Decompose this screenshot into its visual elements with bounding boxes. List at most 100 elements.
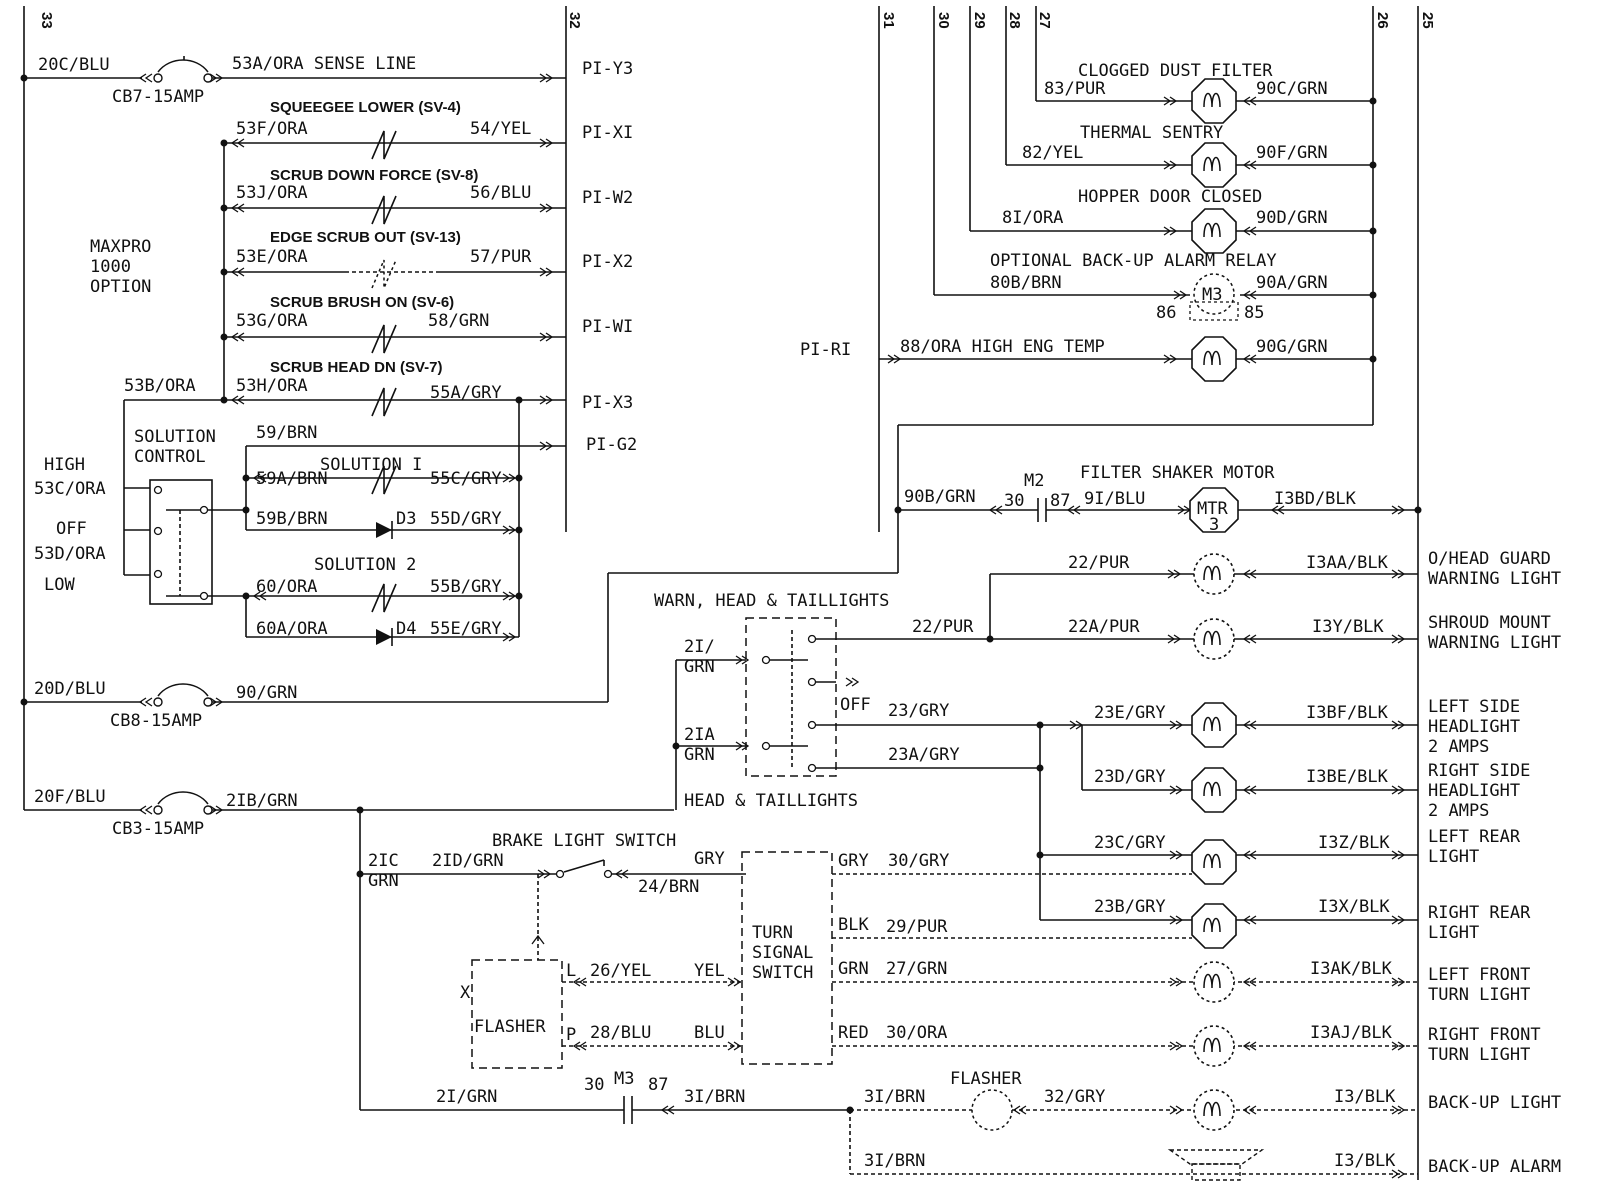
switch-label: SWITCH [752,963,813,983]
light-label: LIGHT [1428,923,1479,943]
flasher-pin: X [460,983,471,1003]
bus-label: 26 [1374,12,1391,29]
relay-label: M3 [614,1069,634,1089]
sensor-title: CLOGGED DUST FILTER [1078,61,1273,81]
wire-label: 56/BLU [470,183,531,203]
sensor-title: HOPPER DOOR CLOSED [1078,187,1262,207]
solenoid-title: SCRUB BRUSH ON (SV-6) [270,294,454,311]
wire-label: I3Y/BLK [1312,617,1384,637]
solenoid-title: EDGE SCRUB OUT (SV-13) [270,229,461,246]
light-label: TURN LIGHT [1428,1045,1530,1065]
wire-label: 22/PUR [1068,553,1130,573]
wire-label: I3AA/BLK [1306,553,1389,573]
light-label: 2 AMPS [1428,737,1489,757]
solenoid-title: SCRUB HEAD DN (SV-7) [270,359,443,376]
maxpro-solenoids: SQUEEGEE LOWER (SV-4) 53F/ORA 54/YEL PI-… [90,99,633,417]
wire-label: BLU [694,1023,725,1043]
cb8-circuit: 20D/BLU 90/GRN CB8-15AMP [20,424,1373,731]
connector-label: PI-WI [582,317,633,337]
breaker-label: CB8-15AMP [110,711,202,731]
wire-label: 57/PUR [470,247,532,267]
wire-label: 90D/GRN [1256,208,1328,228]
wire-label: I3BE/BLK [1306,767,1389,787]
wire-label: GRN [684,657,715,677]
light-label: BACK-UP LIGHT [1428,1093,1561,1113]
switch-label: TURN [752,923,793,943]
wire-label: 26/YEL [590,961,651,981]
solution-control: SOLUTION CONTROL HIGH 53C/ORA OFF 53D/OR… [34,400,637,646]
switch-label: CONTROL [134,447,206,467]
wire-label: 3I/BRN [864,1087,925,1107]
wire-label: 58/GRN [428,311,489,331]
wire-label: 60/ORA [256,577,317,597]
wire-label: 22/PUR [912,617,974,637]
light-label: LIGHT [1428,847,1479,867]
alarm-label: BACK-UP ALARM [1428,1157,1561,1177]
switch-position: LOW [44,575,75,595]
wire-label: 23A/GRY [888,745,960,765]
wire-label: 55A/GRY [430,383,502,403]
wire-label: 27/GRN [886,959,947,979]
breaker-label: CB3-15AMP [112,819,204,839]
switch-label: HEAD & TAILLIGHTS [684,791,858,811]
switch-position: HIGH [44,455,85,475]
wire-label: 59B/BRN [256,509,328,529]
wire-label: 90A/GRN [1256,273,1328,293]
bus-label: 31 [880,12,897,29]
wire-label: I3Z/BLK [1318,833,1390,853]
relay-pin: 87 [648,1075,668,1095]
wire-label: 53H/ORA [236,376,308,396]
cb3-circuit: 20F/BLU 2IB/GRN CB3-15AMP [24,787,674,839]
wire-label: 53A/ORA SENSE LINE [232,54,416,74]
wire-label: 90C/GRN [1256,79,1328,99]
wire-label: RED [838,1023,869,1043]
wire-label: 90F/GRN [1256,143,1328,163]
wire-label: GRN [684,745,715,765]
warning-lights: 22/PUR I3AA/BLK O/HEAD GUARD WARNING LIG… [836,549,1561,660]
head-tail-switch: WARN, HEAD & TAILLIGHTS 2I/ GRN 2IA GRN … [654,591,1040,811]
relay-pin: 30 [1004,491,1024,511]
wire-label: 53B/ORA [124,376,196,396]
bus-labels: 33 32 31 30 29 28 27 26 25 [38,12,1436,29]
wire-label: I3BF/BLK [1306,703,1389,723]
solenoid-title: SQUEEGEE LOWER (SV-4) [270,99,461,116]
wire-label: 9I/BLU [1084,489,1145,509]
filter-shaker-circuit: FILTER SHAKER MOTOR 90B/GRN 30 M2 87 9I/… [894,463,1422,535]
diode-label: D3 [396,509,416,529]
light-label: RIGHT REAR [1428,903,1531,923]
wire-label: 23E/GRY [1094,703,1166,723]
wire-label: 2IA [684,725,715,745]
wire-label: 28/BLU [590,1023,651,1043]
brake-turn-circuit: BRAKE LIGHT SWITCH 2IC GRN 2ID/GRN 24/BR… [356,810,1541,1110]
connector-label: PI-RI [800,340,851,360]
wire-label: 23/GRY [888,701,949,721]
wire-label: 2ID/GRN [432,851,504,871]
light-label: 2 AMPS [1428,801,1489,821]
wire-label: 2I/ [684,637,715,657]
wire-label: GRN [368,871,399,891]
wire-label: 30/GRY [888,851,949,871]
wire-label: I3AJ/BLK [1310,1023,1393,1043]
flasher-pin: L [566,961,576,981]
backup-circuit: 2I/GRN 30 M3 87 3I/BRN 3I/BRN FLASHER 32… [360,1069,1561,1181]
wire-label: GRY [838,851,869,871]
wire-label: 82/YEL [1022,143,1083,163]
bus-label: 27 [1036,12,1053,29]
wire-label: 88/ORA HIGH ENG TEMP [900,337,1105,357]
switch-label: SIGNAL [752,943,813,963]
valve-title: SOLUTION I [320,455,422,475]
wire-label: I3BD/BLK [1274,489,1357,509]
relay-pin: 86 [1156,303,1176,323]
light-label: RIGHT SIDE [1428,761,1530,781]
wire-label: 20F/BLU [34,787,106,807]
switch-position: OFF [840,695,871,715]
wire-label: 83/PUR [1044,79,1106,99]
connector-label: PI-X3 [582,393,633,413]
bus-label: 29 [971,12,988,29]
wire-label: I3/BLK [1334,1151,1396,1171]
wire-label: 24/BRN [638,877,699,897]
wire-label: 55B/GRY [430,577,502,597]
light-label: LEFT FRONT [1428,965,1530,985]
bus-label: 33 [38,12,55,29]
valve-title: SOLUTION 2 [314,555,416,575]
